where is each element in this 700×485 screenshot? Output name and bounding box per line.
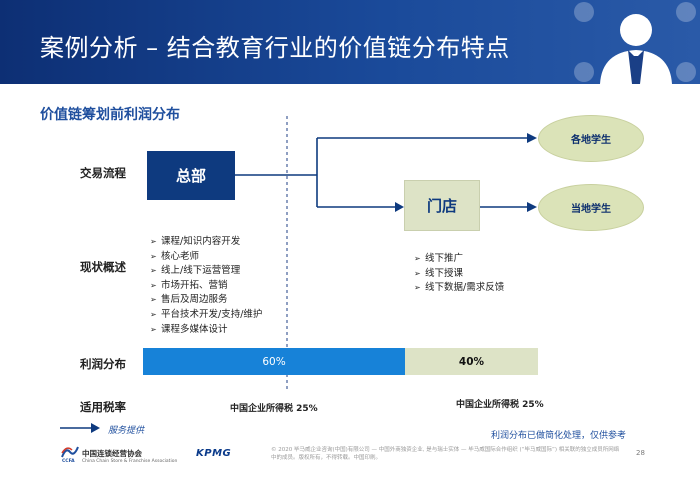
list-item: ➢核心老师 — [150, 250, 262, 265]
kpmg-logo: KPMG — [196, 448, 232, 459]
tax-hq: 中国企业所得税 25% — [230, 404, 318, 414]
list-item: ➢市场开拓、营销 — [150, 279, 262, 294]
legend-service: 服务提供 — [108, 426, 145, 436]
list-item: ➢售后及周边服务 — [150, 293, 262, 308]
checkmark-icon: ➢ — [150, 309, 157, 319]
page-title: 案例分析 – 结合教育行业的价值链分布特点 — [40, 34, 510, 62]
target-students-all: 各地学生 — [538, 115, 644, 162]
simplification-note: 利润分布已做简化处理，仅供参考 — [491, 431, 627, 441]
row-label-profit: 利润分布 — [80, 357, 126, 371]
tax-store: 中国企业所得税 25% — [456, 400, 544, 410]
list-item: ➢线下推广 — [414, 252, 504, 267]
store-bullet-list: ➢线下推广 ➢线下授课 ➢线下数据/需求反馈 — [414, 252, 504, 296]
footer-copyright: © 2020 毕马威企业咨询(中国)有限公司 — 中国外商独资企业, 是与瑞士实… — [271, 447, 620, 461]
ccfa-abbr: CCFA — [62, 459, 75, 464]
hq-bullet-list: ➢课程/知识内容开发 ➢核心老师 ➢线上/线下运营管理 ➢市场开拓、营销 ➢售后… — [150, 235, 262, 337]
list-item: ➢课程/知识内容开发 — [150, 235, 262, 250]
list-item: ➢线上/线下运营管理 — [150, 264, 262, 279]
checkmark-icon: ➢ — [150, 237, 157, 246]
checkmark-icon: ➢ — [414, 254, 421, 263]
ccfa-name-en: China Chain Store & Franchise Associatio… — [82, 459, 178, 464]
profit-bar-store: 40% — [405, 348, 538, 375]
checkmark-icon: ➢ — [150, 251, 157, 261]
list-item: ➢课程多媒体设计 — [150, 323, 262, 338]
profit-bar-hq: 60% — [143, 348, 405, 375]
row-label-flow: 交易流程 — [80, 166, 126, 180]
checkmark-icon: ➢ — [150, 295, 157, 305]
ccfa-name: 中国连锁经营协会 — [82, 449, 142, 458]
checkmark-icon: ➢ — [150, 266, 157, 276]
row-label-overview: 现状概述 — [80, 260, 126, 274]
section-subtitle: 价值链筹划前利润分布 — [40, 107, 180, 123]
row-label-tax: 适用税率 — [80, 400, 126, 414]
store-box: 门店 — [404, 180, 480, 231]
target-students-local: 当地学生 — [538, 184, 644, 231]
checkmark-icon: ➢ — [414, 283, 421, 293]
ccfa-logo-icon — [61, 446, 79, 458]
list-item: ➢平台技术开发/支持/维护 — [150, 308, 262, 323]
checkmark-icon: ➢ — [150, 324, 157, 334]
hq-box: 总部 — [147, 151, 235, 200]
list-item: ➢线下数据/需求反馈 — [414, 281, 504, 296]
checkmark-icon: ➢ — [414, 268, 421, 278]
list-item: ➢线下授课 — [414, 267, 504, 282]
checkmark-icon: ➢ — [150, 280, 157, 290]
businessman-icon — [574, 2, 696, 84]
header-banner: 案例分析 – 结合教育行业的价值链分布特点 — [0, 0, 700, 84]
page-number: 28 — [636, 449, 645, 457]
